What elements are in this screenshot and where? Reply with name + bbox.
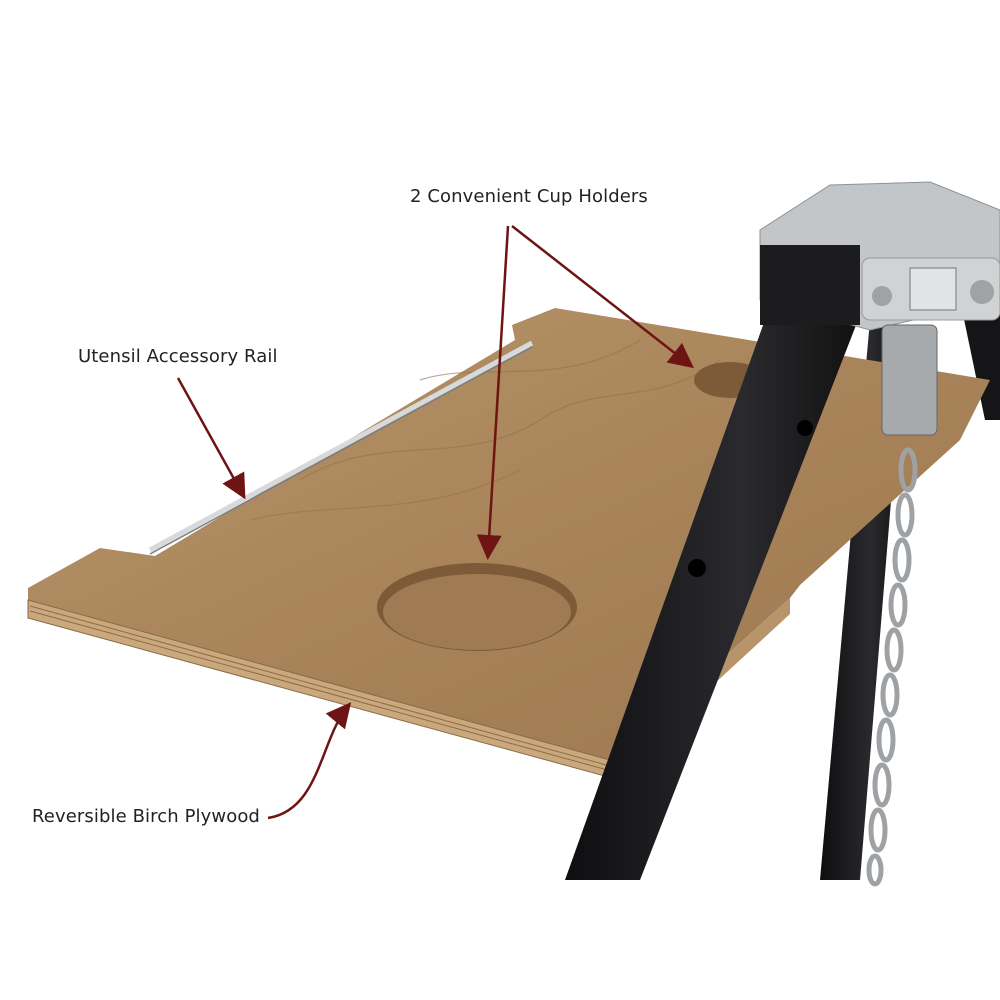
- tripod-leg-right: [960, 300, 1000, 420]
- tripod-leg-front: [565, 300, 860, 880]
- hanging-hook: [881, 324, 938, 436]
- callout-cup-holders: 2 Convenient Cup Holders: [410, 186, 648, 207]
- utensil-rail: [148, 340, 534, 553]
- cup-holder-arrow-2: [511, 225, 694, 369]
- utensil-rail-arrow: [176, 377, 246, 500]
- callout-utensil-rail: Utensil Accessory Rail: [78, 346, 278, 367]
- plywood-arrow: [267, 702, 352, 820]
- callout-plywood: Reversible Birch Plywood: [32, 806, 260, 827]
- chain: [866, 447, 918, 887]
- cup-holder-arrow-1: [476, 225, 510, 560]
